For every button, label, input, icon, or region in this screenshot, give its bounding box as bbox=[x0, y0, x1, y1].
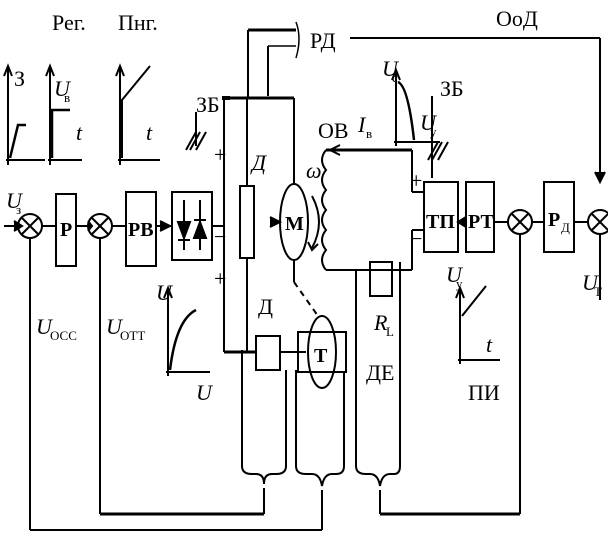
block-label-reg-current: РВ bbox=[128, 219, 154, 241]
tachogenerator bbox=[307, 315, 337, 389]
field-current-regulator-block bbox=[465, 181, 495, 253]
label-rl: R bbox=[373, 310, 388, 335]
field-resistor-block bbox=[369, 261, 393, 297]
label-uotp-sub: ОТТ bbox=[120, 328, 145, 343]
label-u-graph-sub: у bbox=[456, 276, 463, 291]
label-zb-right: ЗБ bbox=[440, 76, 464, 101]
label-minus-1: − bbox=[214, 224, 226, 249]
label-u-graph: U bbox=[446, 262, 464, 287]
converter-characteristic-graph bbox=[163, 285, 210, 376]
setpoint-waveform-graph bbox=[3, 63, 45, 165]
label-uy-bottom: U bbox=[196, 380, 214, 405]
label-uy-top: U bbox=[420, 110, 438, 135]
label-u-right-sub: Т bbox=[594, 284, 602, 299]
label-plus-1: + bbox=[214, 142, 226, 167]
block-label-tacho: Т bbox=[314, 345, 328, 367]
thyristor-converter-block bbox=[171, 191, 213, 261]
label-omega: ω bbox=[306, 158, 322, 183]
field-thyristor-converter-block bbox=[423, 181, 459, 253]
shunt-resistor-block bbox=[255, 335, 281, 371]
label-reg: Рег. bbox=[52, 10, 86, 35]
label-three: З bbox=[14, 66, 25, 91]
label-png: Пнг. bbox=[118, 10, 158, 35]
label-dt: Д bbox=[258, 294, 273, 319]
label-t2: t bbox=[146, 120, 153, 145]
label-uc-left: U bbox=[156, 280, 174, 305]
label-uv-sub: в bbox=[64, 90, 70, 105]
speed-regulator-block bbox=[55, 193, 77, 267]
label-i-v: I bbox=[357, 112, 367, 137]
label-rd: РД bbox=[310, 28, 336, 53]
control-signal-graph bbox=[455, 285, 500, 364]
label-rl-sub: L bbox=[386, 324, 394, 339]
label-uocc: U bbox=[36, 314, 54, 339]
label-uotp: U bbox=[106, 314, 124, 339]
label-zb-left: ЗБ bbox=[196, 92, 220, 117]
label-t3: t bbox=[486, 332, 493, 357]
label-uc: U bbox=[382, 56, 400, 81]
block-label-tp: ТП bbox=[426, 211, 455, 233]
field-winding bbox=[321, 149, 328, 271]
field-current-graph bbox=[391, 67, 440, 146]
block-label-rd-sub: Д bbox=[561, 220, 570, 235]
ramp-waveform-graph bbox=[115, 63, 160, 165]
label-u-in: U bbox=[6, 188, 24, 213]
summing-junction-4 bbox=[587, 209, 608, 235]
block-label-rt: РТ bbox=[468, 211, 494, 233]
label-plus-2: + bbox=[214, 266, 226, 291]
block-label-reg-speed: Р bbox=[60, 219, 72, 241]
label-pi: ПИ bbox=[468, 380, 500, 405]
label-u-in-sub: з bbox=[16, 202, 21, 217]
label-uocc-sub: ОСС bbox=[50, 328, 77, 343]
label-t1: t bbox=[76, 120, 83, 145]
current-regulator-block bbox=[125, 191, 157, 267]
current-sensor-block bbox=[239, 185, 255, 259]
label-uc-sub: с bbox=[392, 70, 398, 85]
label-ov: ОВ bbox=[318, 118, 349, 143]
label-plus-3: + bbox=[410, 168, 422, 193]
emf-regulator-block bbox=[543, 181, 575, 253]
label-uv: U bbox=[54, 76, 72, 101]
label-u-right: U bbox=[582, 270, 600, 295]
block-label-rd: Р bbox=[548, 209, 560, 231]
label-de: ДЕ bbox=[366, 360, 394, 385]
excitation-waveform-graph bbox=[45, 63, 82, 165]
label-dd: Д bbox=[250, 150, 267, 175]
label-uy-top-sub: у bbox=[430, 124, 437, 139]
label-minus-3: − bbox=[410, 226, 422, 251]
label-i-v-sub: в bbox=[366, 126, 372, 141]
block-label-motor: М bbox=[285, 213, 304, 235]
label-ood: ОоД bbox=[496, 6, 538, 31]
